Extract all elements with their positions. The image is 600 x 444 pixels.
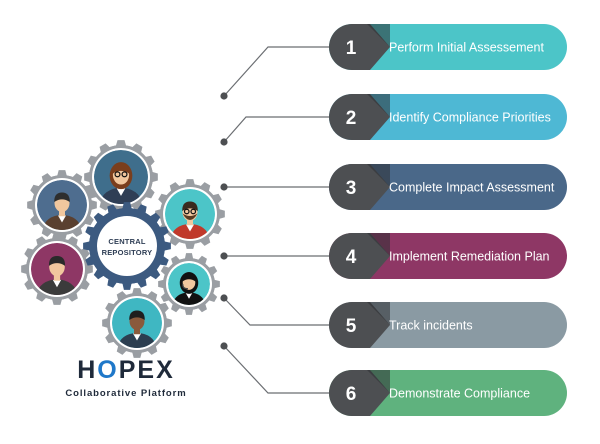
step-fold bbox=[367, 24, 390, 47]
gear-cluster bbox=[21, 140, 225, 358]
step-1: 1 Perform Initial Assessement bbox=[329, 24, 567, 70]
step-6: 6 Demonstrate Compliance bbox=[329, 370, 567, 416]
step-number: 3 bbox=[346, 178, 357, 199]
connector-dot-4 bbox=[220, 252, 228, 260]
bearded-man-avatar-icon bbox=[165, 189, 215, 239]
step-number: 5 bbox=[346, 316, 357, 337]
connector-dot-5 bbox=[220, 294, 228, 302]
step-number-tab bbox=[329, 94, 390, 140]
gear-1 bbox=[27, 170, 97, 240]
step-fold bbox=[367, 164, 390, 187]
step-label: Implement Remediation Plan bbox=[389, 250, 550, 264]
logo-text: HOPEX bbox=[77, 356, 175, 384]
step-fold bbox=[367, 370, 390, 393]
gear-3 bbox=[155, 179, 225, 249]
step-2: 2 Identify Compliance Priorities bbox=[329, 94, 567, 140]
woman-glasses-avatar-icon bbox=[94, 150, 148, 204]
gear-6 bbox=[102, 288, 172, 358]
step-number: 4 bbox=[346, 247, 357, 268]
hub-label-line2: REPOSITORY bbox=[102, 248, 153, 257]
step-label: Complete Impact Assessment bbox=[389, 181, 555, 195]
connector-dot-2 bbox=[220, 138, 228, 146]
step-number-tab bbox=[329, 24, 390, 70]
step-number-tab bbox=[329, 233, 390, 279]
gear-2 bbox=[84, 140, 158, 214]
connector-2 bbox=[223, 116, 330, 143]
woman-headset-avatar-icon bbox=[168, 263, 210, 305]
connector-6 bbox=[223, 345, 330, 394]
step-label: Track incidents bbox=[389, 319, 473, 333]
hopex-logo: HOPEX Collaborative Platform bbox=[65, 356, 186, 399]
step-3: 3 Complete Impact Assessment bbox=[329, 164, 567, 210]
connector-dot-3 bbox=[220, 183, 228, 191]
step-number: 1 bbox=[346, 38, 357, 59]
step-number-tab bbox=[329, 370, 390, 416]
step-label: Perform Initial Assessement bbox=[389, 41, 544, 55]
connector-dots bbox=[220, 92, 228, 350]
connector-5 bbox=[223, 297, 330, 326]
hub-label-line1: CENTRAL bbox=[108, 237, 145, 246]
man-avatar-icon bbox=[37, 180, 87, 230]
step-number: 2 bbox=[346, 108, 357, 129]
step-fold bbox=[367, 233, 390, 256]
step-fold bbox=[367, 94, 390, 117]
step-number-tab bbox=[329, 164, 390, 210]
connector-dot-6 bbox=[220, 342, 228, 350]
connectors bbox=[223, 46, 330, 394]
connector-dot-1 bbox=[220, 92, 228, 100]
man-avatar-icon bbox=[31, 243, 83, 295]
man-avatar-icon bbox=[112, 298, 162, 348]
gear-5 bbox=[158, 253, 220, 315]
connector-1 bbox=[223, 46, 330, 97]
gear-4 bbox=[21, 233, 93, 305]
step-4: 4 Implement Remediation Plan bbox=[329, 233, 567, 279]
logo-tagline: Collaborative Platform bbox=[65, 388, 186, 399]
step-5: 5 Track incidents bbox=[329, 302, 567, 348]
step-label: Identify Compliance Priorities bbox=[389, 111, 551, 125]
step-fold bbox=[367, 302, 390, 325]
central-repository-gear: CENTRAL REPOSITORY bbox=[83, 202, 171, 290]
step-number: 6 bbox=[346, 384, 357, 405]
steps-list: 1 Perform Initial Assessement 2 Identify Co… bbox=[329, 24, 567, 416]
step-number-tab bbox=[329, 302, 390, 348]
step-label: Demonstrate Compliance bbox=[389, 387, 530, 401]
